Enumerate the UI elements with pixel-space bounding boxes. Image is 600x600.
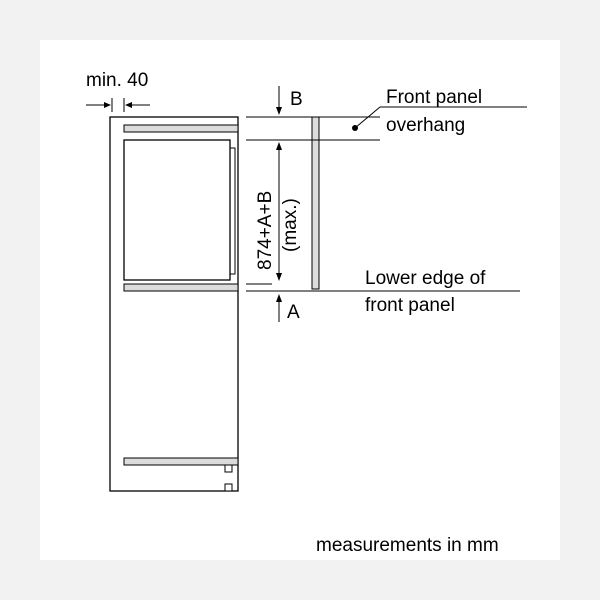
cabinet-outline: [109, 116, 239, 492]
overhang-leader-dot: [352, 125, 358, 131]
lower-edge-label-line2: front panel: [365, 295, 455, 316]
a-label: A: [287, 302, 300, 323]
hinge-lower: [224, 483, 233, 492]
top-shelf: [123, 124, 239, 133]
a-arrow-head: [276, 294, 282, 302]
measurements-note: measurements in mm: [316, 535, 499, 556]
height-arrow-top: [276, 142, 282, 150]
niche-bottom-shelf: [123, 283, 239, 292]
front-panel: [311, 116, 320, 290]
min-gap-arrow-right-head: [125, 102, 132, 108]
min-gap-arrow-left-head: [104, 102, 111, 108]
b-arrow-head: [276, 107, 282, 115]
appliance-door-edge: [229, 147, 236, 275]
b-label: B: [290, 89, 303, 110]
height-arrow-bottom: [276, 273, 282, 281]
height-label-line2: (max.): [280, 198, 301, 252]
hinge-upper: [224, 464, 233, 473]
min-gap-label: min. 40: [86, 70, 148, 91]
front-panel-label-line1: Front panel: [386, 87, 482, 108]
lower-shelf: [123, 457, 239, 466]
overhang-leader-diagonal: [354, 106, 381, 129]
lower-edge-label-line1: Lower edge of: [365, 268, 486, 289]
appliance-body: [123, 139, 231, 281]
height-label-line1: 874+A+B: [255, 191, 276, 270]
front-panel-label-line2: overhang: [386, 115, 465, 136]
